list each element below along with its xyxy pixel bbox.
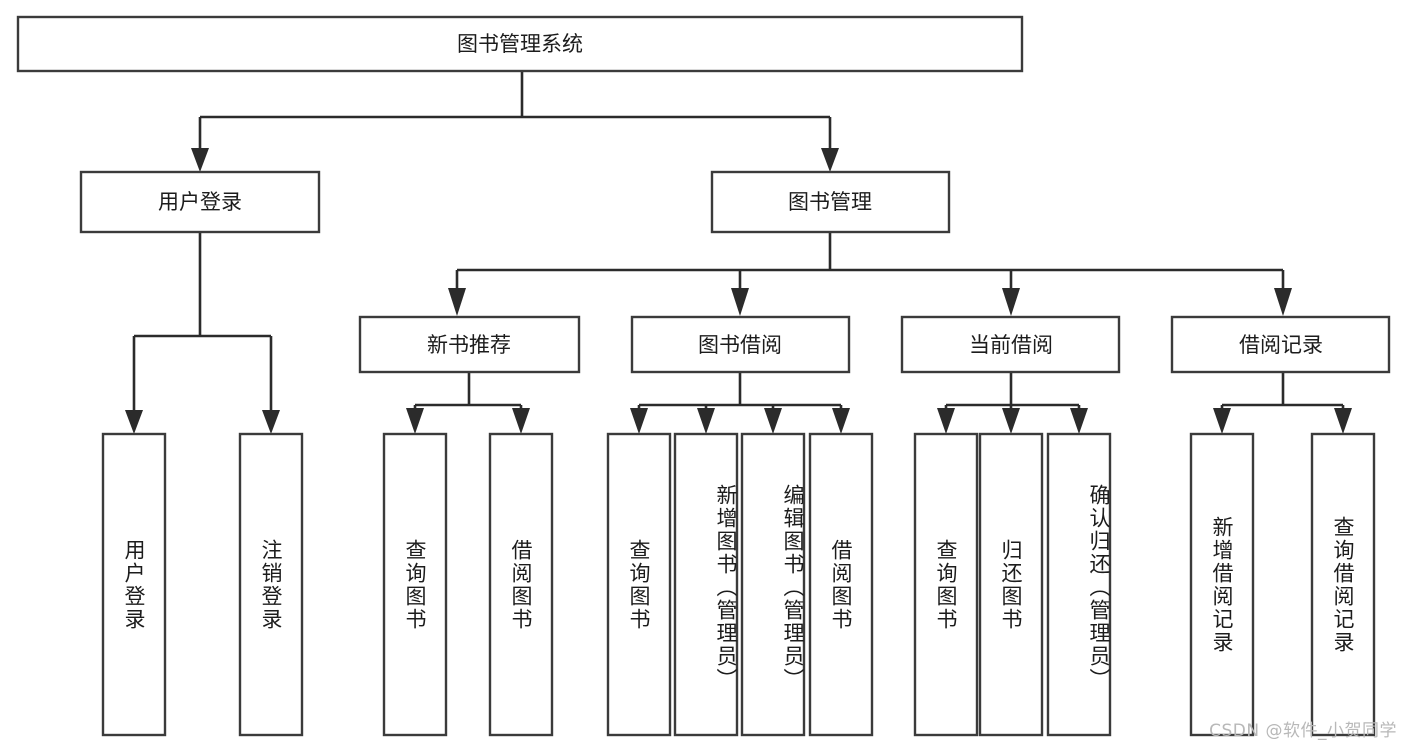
edge-group-current-borrow bbox=[937, 372, 1088, 434]
node-leaf-user-login-box[interactable] bbox=[101, 432, 167, 737]
arrow-bm-to-borrow-record bbox=[1274, 288, 1292, 316]
arrow-user-login-leaf-1 bbox=[125, 410, 143, 434]
node-leaf-borrow-book-1-box[interactable] bbox=[488, 432, 554, 737]
arrow-root-to-book-management bbox=[821, 148, 839, 172]
arrow-bb-leaf-4 bbox=[832, 408, 850, 434]
node-borrow-record-label: 借阅记录 bbox=[1239, 333, 1323, 357]
node-leaf-borrow-book-2-box[interactable] bbox=[808, 432, 874, 737]
node-new-book-recommend-label: 新书推荐 bbox=[427, 333, 511, 357]
node-leaf-query-book-3-box[interactable] bbox=[913, 432, 979, 737]
edge-group-borrow-record bbox=[1213, 372, 1352, 434]
node-current-borrow-label: 当前借阅 bbox=[969, 333, 1053, 357]
edge-group-new-book-recommend bbox=[406, 372, 530, 434]
arrow-bm-to-current-borrow bbox=[1002, 288, 1020, 316]
arrow-cb-leaf-2 bbox=[1002, 408, 1020, 434]
node-leaf-logout-login-box[interactable] bbox=[238, 432, 304, 737]
edge-group-book-borrow bbox=[630, 372, 850, 434]
node-borrow-record-box[interactable] bbox=[1170, 315, 1391, 374]
arrow-bm-to-new-book-recommend bbox=[448, 288, 466, 316]
arrow-cb-leaf-1 bbox=[937, 408, 955, 434]
arrow-bm-to-book-borrow bbox=[731, 288, 749, 316]
node-leaf-edit-book-box[interactable] bbox=[740, 432, 806, 737]
arrow-bb-leaf-3 bbox=[764, 408, 782, 434]
arrow-cb-leaf-3 bbox=[1070, 408, 1088, 434]
node-root-box[interactable] bbox=[16, 15, 1024, 73]
edge-group-root bbox=[191, 71, 839, 172]
node-root-label: 图书管理系统 bbox=[457, 32, 583, 56]
node-leaf-return-book-box[interactable] bbox=[978, 432, 1044, 737]
arrow-nbr-leaf-1 bbox=[406, 408, 424, 434]
arrow-root-to-user-login bbox=[191, 148, 209, 172]
node-leaf-query-book-2-box[interactable] bbox=[606, 432, 672, 737]
node-user-login-box[interactable] bbox=[79, 170, 321, 234]
node-boxes bbox=[16, 15, 1391, 737]
edge-group-user-login bbox=[125, 232, 280, 434]
arrow-bb-leaf-1 bbox=[630, 408, 648, 434]
node-leaf-query-book-1-box[interactable] bbox=[382, 432, 448, 737]
arrow-br-leaf-2 bbox=[1334, 408, 1352, 434]
node-book-management-label: 图书管理 bbox=[788, 190, 872, 214]
node-book-borrow-box[interactable] bbox=[630, 315, 851, 374]
node-current-borrow-box[interactable] bbox=[900, 315, 1121, 374]
arrow-nbr-leaf-2 bbox=[512, 408, 530, 434]
arrow-bb-leaf-2 bbox=[697, 408, 715, 434]
node-book-management-box[interactable] bbox=[710, 170, 951, 234]
arrow-user-login-leaf-2 bbox=[262, 410, 280, 434]
edge-group-book-management bbox=[448, 232, 1292, 316]
node-user-login-label: 用户登录 bbox=[158, 190, 242, 214]
node-horizontal-labels: 图书管理系统 用户登录 图书管理 新书推荐 图书借阅 当前借阅 借阅记录 bbox=[158, 32, 1323, 357]
node-leaf-confirm-return-box[interactable] bbox=[1046, 432, 1112, 737]
node-book-borrow-label: 图书借阅 bbox=[698, 333, 782, 357]
node-leaf-add-record-box[interactable] bbox=[1189, 432, 1255, 737]
arrow-br-leaf-1 bbox=[1213, 408, 1231, 434]
node-leaf-add-book-box[interactable] bbox=[673, 432, 739, 737]
node-leaf-query-record-box[interactable] bbox=[1310, 432, 1376, 737]
node-new-book-recommend-box[interactable] bbox=[358, 315, 581, 374]
watermark-text: CSDN @软件_小贺同学 bbox=[1209, 721, 1397, 741]
